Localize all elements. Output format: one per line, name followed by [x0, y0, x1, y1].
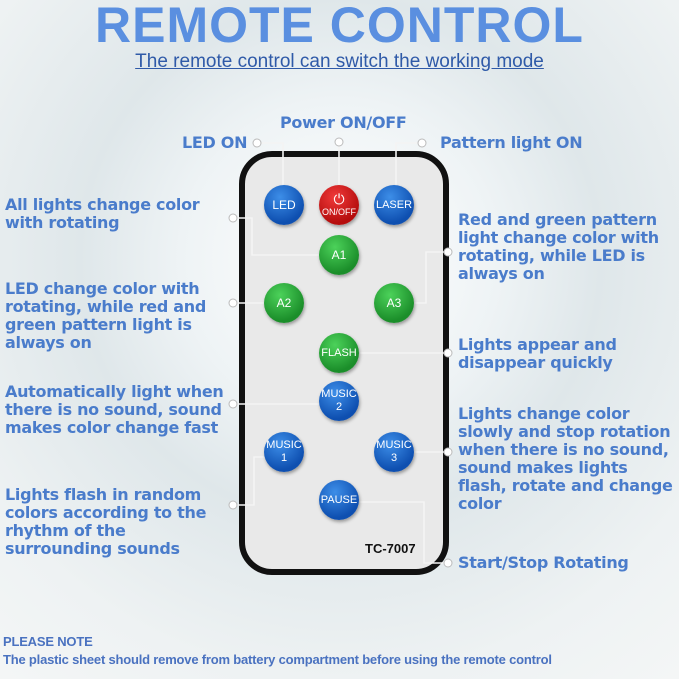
model-number: TC-7007: [365, 541, 416, 556]
callout-music2: Automatically light when there is no sou…: [5, 382, 224, 437]
callout-a1: All lights change color with rotating: [5, 195, 200, 232]
music2-button[interactable]: MUSIC 2: [319, 381, 359, 421]
pause-button[interactable]: PAUSE: [319, 480, 359, 520]
flash-button[interactable]: FLASH: [319, 333, 359, 373]
music3-button[interactable]: MUSIC 3: [374, 432, 414, 472]
a3-button[interactable]: A3: [374, 283, 414, 323]
subtitle: The remote control can switch the workin…: [135, 51, 544, 72]
music1-button[interactable]: MUSIC 1: [264, 432, 304, 472]
callout-music3: Lights change color slowly and stop rota…: [458, 404, 673, 513]
callout-led-on: LED ON: [182, 133, 248, 152]
callout-music1: Lights flash in random colors according …: [5, 485, 207, 558]
a2-button[interactable]: A2: [264, 283, 304, 323]
callout-pause: Start/Stop Rotating: [458, 553, 629, 572]
laser-button[interactable]: LASER: [374, 185, 414, 225]
callout-a2: LED change color with rotating, while re…: [5, 279, 207, 352]
callout-power: Power ON/OFF: [280, 113, 407, 132]
a1-button[interactable]: A1: [319, 235, 359, 275]
callout-pattern: Pattern light ON: [440, 133, 583, 152]
callout-a3: Red and green pattern light change color…: [458, 210, 659, 283]
callout-flash: Lights appear and disappear quickly: [458, 335, 617, 372]
power-button[interactable]: ⏻ON/OFF: [319, 185, 359, 225]
page-title: REMOTE CONTROL: [95, 0, 584, 53]
led-button[interactable]: LED: [264, 185, 304, 225]
note-heading: PLEASE NOTE: [3, 634, 93, 649]
power-icon: ⏻: [333, 190, 345, 207]
note-text: The plastic sheet should remove from bat…: [3, 652, 552, 667]
connector-dots: [228, 137, 453, 568]
